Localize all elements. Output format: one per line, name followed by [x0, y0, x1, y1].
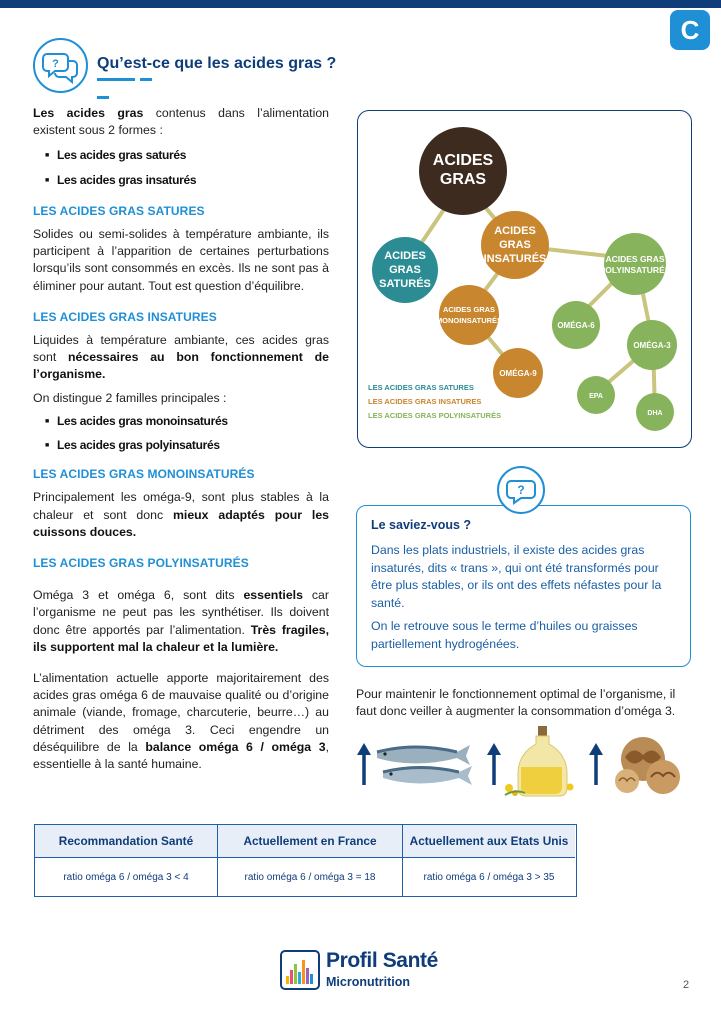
- up-arrow-icon: [487, 743, 501, 785]
- svg-text:OMÉGA-6: OMÉGA-6: [557, 321, 595, 330]
- unsaturated-node: ACIDES GRAS INSATURÉS: [481, 211, 549, 279]
- svg-text:?: ?: [517, 483, 524, 497]
- diagram-legend: LES ACIDES GRAS SATURES LES ACIDES GRAS …: [368, 383, 501, 420]
- svg-text:LES ACIDES GRAS POLYINSATURÉS: LES ACIDES GRAS POLYINSATURÉS: [368, 411, 501, 420]
- svg-text:EPA: EPA: [589, 393, 603, 400]
- families-intro: On distingue 2 familles principales :: [33, 390, 227, 405]
- food-illustrations: [355, 725, 695, 800]
- poly-paragraph: Oméga 3 et oméga 6, sont dits essentiels…: [33, 588, 329, 654]
- svg-text:DHA: DHA: [647, 410, 662, 417]
- root-node: ACIDES GRAS: [419, 127, 507, 215]
- omega3-node: OMÉGA-3: [627, 320, 677, 370]
- svg-text:ACIDES: ACIDES: [494, 225, 536, 237]
- title-underline: [97, 78, 172, 99]
- svg-text:GRAS: GRAS: [389, 264, 421, 276]
- list-item: Les acides gras insaturés: [45, 172, 329, 189]
- top-bar: [0, 0, 721, 8]
- omega6-node: OMÉGA-6: [552, 301, 600, 349]
- table-cell: ratio oméga 6 / oméga 3 > 35: [423, 871, 555, 883]
- svg-text:POLYINSATURÉS: POLYINSATURÉS: [600, 265, 671, 275]
- omega-advice: Pour maintenir le fonctionnement optimal…: [356, 687, 676, 718]
- section-heading: LES ACIDES GRAS SATURES: [33, 203, 205, 218]
- list-item: Les acides gras saturés: [45, 147, 329, 164]
- page-title: Qu’est-ce que les acides gras ?: [97, 55, 337, 72]
- svg-text:ACIDES GRAS: ACIDES GRAS: [605, 254, 664, 264]
- svg-text:SATURÉS: SATURÉS: [379, 277, 431, 290]
- list-item: Les acides gras polyinsaturés: [45, 437, 329, 454]
- fatty-acid-tree-diagram: ACIDES GRAS ACIDES GRAS SATURÉS ACIDES G…: [357, 110, 692, 448]
- equalizer-logo-icon: [280, 950, 320, 990]
- table-header: Actuellement aux Etats Unis: [403, 825, 575, 858]
- svg-text:GRAS: GRAS: [440, 171, 487, 188]
- svg-text:LES ACIDES GRAS INSATURES: LES ACIDES GRAS INSATURES: [368, 397, 481, 406]
- table-cell: ratio oméga 6 / oméga 3 < 4: [35, 858, 218, 896]
- intro-paragraph: Les acides gras contenus dans l’alimenta…: [33, 106, 330, 138]
- info-text: Dans les plats industriels, il existe de…: [371, 543, 662, 651]
- saturated-paragraph: Solides ou semi-solides à température am…: [33, 227, 329, 293]
- section-heading: LES ACIDES GRAS POLYINSATURÉS: [33, 556, 249, 571]
- section-heading: LES ACIDES GRAS MONOINSATURÉS: [33, 467, 255, 482]
- svg-text:ACIDES: ACIDES: [433, 152, 494, 169]
- brand-logo: Profil Santé Micronutrition: [280, 948, 480, 993]
- chat-question-icon: ?: [33, 38, 88, 93]
- svg-text:INSATURÉS: INSATURÉS: [484, 252, 547, 265]
- svg-text:MONOINSATURÉS: MONOINSATURÉS: [436, 316, 502, 325]
- svg-text:GRAS: GRAS: [499, 239, 531, 251]
- up-arrow-icon: [357, 743, 371, 785]
- sardines-icon: [376, 745, 472, 785]
- section-heading: LES ACIDES GRAS INSATURES: [33, 309, 217, 324]
- oil-bottle-icon: [504, 726, 574, 797]
- table-header: Recommandation Santé: [35, 825, 218, 858]
- unsaturated-paragraph: Liquides à température ambiante, ces aci…: [33, 333, 329, 382]
- table-header: Actuellement en France: [218, 825, 403, 858]
- omega-ratio-table: Recommandation Santé Actuellement en Fra…: [34, 824, 577, 897]
- mono-paragraph: Principalement les oméga-9, sont plus st…: [33, 490, 329, 539]
- up-arrow-icon: [589, 743, 603, 785]
- polyunsaturated-node: ACIDES GRAS POLYINSATURÉS: [600, 233, 671, 295]
- left-column: Les acides gras contenus dans l’alimenta…: [33, 105, 329, 773]
- svg-text:OMÉGA-9: OMÉGA-9: [499, 369, 537, 378]
- svg-text:?: ?: [52, 58, 59, 70]
- omega9-node: OMÉGA-9: [493, 348, 543, 398]
- walnuts-icon: [615, 737, 680, 794]
- epa-node: EPA: [577, 376, 615, 414]
- monounsaturated-node: ACIDES GRAS MONOINSATURÉS: [436, 285, 502, 345]
- saturated-node: ACIDES GRAS SATURÉS: [372, 237, 438, 303]
- svg-text:LES ACIDES GRAS SATURES: LES ACIDES GRAS SATURES: [368, 383, 474, 392]
- table-cell: ratio oméga 6 / oméga 3 = 18: [218, 858, 403, 896]
- page-number: 2: [683, 979, 690, 991]
- list-item: Les acides gras monoinsaturés: [45, 413, 329, 430]
- svg-text:ACIDES: ACIDES: [384, 250, 426, 262]
- svg-text:OMÉGA-3: OMÉGA-3: [633, 341, 671, 350]
- dha-node: DHA: [636, 393, 674, 431]
- info-title: Le saviez-vous ?: [371, 518, 472, 532]
- brand-name: Profil Santé: [326, 949, 438, 972]
- svg-text:ACIDES GRAS: ACIDES GRAS: [443, 305, 495, 314]
- did-you-know-box: Le saviez-vous ? Dans les plats industri…: [356, 505, 691, 667]
- chat-question-icon: ?: [497, 466, 545, 514]
- diet-paragraph: L’alimentation actuelle apporte majorita…: [33, 671, 330, 772]
- chapter-badge: C: [670, 10, 710, 50]
- brand-subtitle: Micronutrition: [326, 975, 411, 989]
